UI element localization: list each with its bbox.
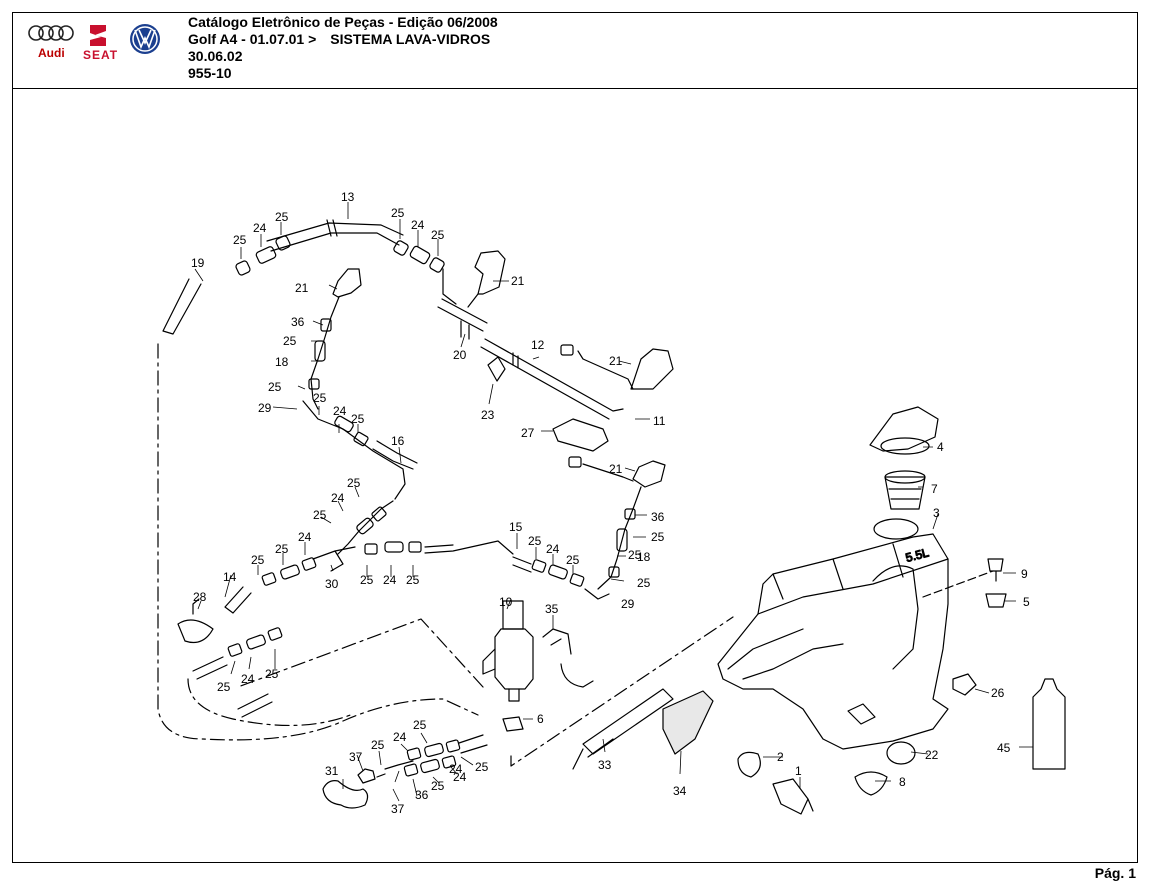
callout-label: 25 — [431, 228, 445, 242]
system-name: SISTEMA LAVA-VIDROS — [330, 31, 491, 47]
callout-label: 37 — [349, 750, 363, 764]
callout-label: 13 — [341, 190, 355, 204]
catalog-title: Catálogo Eletrônico de Peças - Edição 06… — [188, 14, 498, 30]
callout-label: 10 — [499, 595, 513, 609]
callout-label: 4 — [937, 440, 944, 454]
callout-label: 30 — [325, 577, 339, 591]
callout-label: 25 — [217, 680, 231, 694]
leader-lines — [194, 202, 1033, 802]
callout-label: 25 — [566, 553, 580, 567]
brand-logos: Audi SEAT — [28, 24, 160, 62]
page-number: Pág. 1 — [1094, 865, 1136, 881]
model-line: Golf A4 - 01.07.01 > SISTEMA LAVA-VIDROS — [188, 31, 498, 48]
callout-label: 35 — [545, 602, 559, 616]
callout-label: 24 — [383, 573, 397, 587]
callout-label: 27 — [521, 426, 535, 440]
callout-label: 25 — [233, 233, 247, 247]
callout-label: 19 — [191, 256, 205, 270]
callout-label: 25 — [371, 738, 385, 752]
callout-label: 24 — [331, 491, 345, 505]
capacity-marking: 5.5L — [904, 545, 930, 565]
callout-label: 25 — [351, 412, 365, 426]
callout-label: 25 — [275, 210, 289, 224]
header-text: Catálogo Eletrônico de Peças - Edição 06… — [188, 14, 498, 82]
callout-label: 16 — [391, 434, 405, 448]
seat-wordmark: SEAT — [83, 48, 118, 62]
callout-label: 15 — [509, 520, 523, 534]
callout-label: 25 — [637, 576, 651, 590]
callout-label: 33 — [598, 758, 612, 772]
callout-label: 25 — [360, 573, 374, 587]
callout-label: 29 — [621, 597, 635, 611]
callout-label: 25 — [283, 334, 297, 348]
callout-label: 12 — [531, 338, 545, 352]
parts-diagram: 5.5L — [157, 190, 1066, 816]
audi-wordmark: Audi — [38, 46, 65, 60]
callout-label: 24 — [241, 672, 255, 686]
callout-label: 36 — [291, 315, 305, 329]
callout-label: 25 — [475, 760, 489, 774]
callout-label: 37 — [391, 802, 405, 816]
callout-label: 24 — [333, 404, 347, 418]
part-drawings: 5.5L — [157, 219, 1066, 815]
callout-label: 25 — [628, 548, 642, 562]
illustration-code: 955-10 — [188, 65, 232, 81]
page-frame: Audi SEAT Catálogo Eletrônico de Peças -… — [12, 12, 1138, 863]
callout-label: 25 — [347, 476, 361, 490]
callout-label: 25 — [528, 534, 542, 548]
callout-label: 25 — [413, 718, 427, 732]
callout-label: 21 — [511, 274, 525, 288]
callout-label: 24 — [449, 762, 463, 776]
callout-label: 25 — [651, 530, 665, 544]
seat-logo-icon — [90, 25, 106, 46]
callout-label: 25 — [265, 667, 279, 681]
callout-label: 25 — [251, 553, 265, 567]
callout-label: 24 — [298, 530, 312, 544]
callout-label: 25 — [275, 542, 289, 556]
callout-label: 11 — [653, 414, 666, 428]
callout-label: 21 — [609, 462, 623, 476]
callout-label: 14 — [223, 570, 237, 584]
model-range: Golf A4 - 01.07.01 > — [188, 31, 317, 47]
callout-label: 1 — [795, 764, 802, 778]
callout-label: 24 — [253, 221, 267, 235]
callout-label: 21 — [609, 354, 623, 368]
callout-label: 7 — [931, 482, 938, 496]
callout-label: 31 — [325, 764, 339, 778]
callout-label: 29 — [258, 401, 272, 415]
vw-logo-icon — [130, 24, 160, 54]
callout-label: 28 — [193, 590, 207, 604]
callout-label: 20 — [453, 348, 467, 362]
callout-label: 25 — [406, 573, 420, 587]
callout-label: 8 — [899, 775, 906, 789]
callout-label: 22 — [925, 748, 939, 762]
callout-label: 18 — [637, 550, 651, 564]
callout-label: 5 — [1023, 595, 1030, 609]
callout-label: 26 — [991, 686, 1005, 700]
callout-label: 21 — [295, 281, 309, 295]
callout-label: 25 — [313, 391, 327, 405]
callout-labels: 13 25 24 25 19 25 24 25 21 21 36 25 18 2… — [191, 190, 1030, 816]
callout-label: 9 — [1021, 567, 1028, 581]
callout-label: 23 — [481, 408, 495, 422]
callout-label: 3 — [933, 506, 940, 520]
callout-label: 24 — [546, 542, 560, 556]
catalog-header: Audi SEAT Catálogo Eletrônico de Peças -… — [13, 13, 1137, 89]
callout-label: 34 — [673, 784, 687, 798]
callout-label: 45 — [997, 741, 1011, 755]
catalog-date: 30.06.02 — [188, 48, 243, 64]
audi-logo-icon — [28, 25, 74, 41]
callout-label: 36 — [415, 788, 429, 802]
callout-label: 24 — [453, 770, 467, 784]
callout-label: 24 — [393, 730, 407, 744]
callout-label: 25 — [268, 380, 282, 394]
callout-label: 25 — [431, 779, 445, 793]
callout-label: 25 — [313, 508, 327, 522]
callout-label: 6 — [537, 712, 544, 726]
callout-label: 36 — [651, 510, 665, 524]
callout-label: 18 — [275, 355, 289, 369]
callout-label: 25 — [391, 206, 405, 220]
callout-label: 24 — [411, 218, 425, 232]
callout-label: 2 — [777, 750, 784, 764]
